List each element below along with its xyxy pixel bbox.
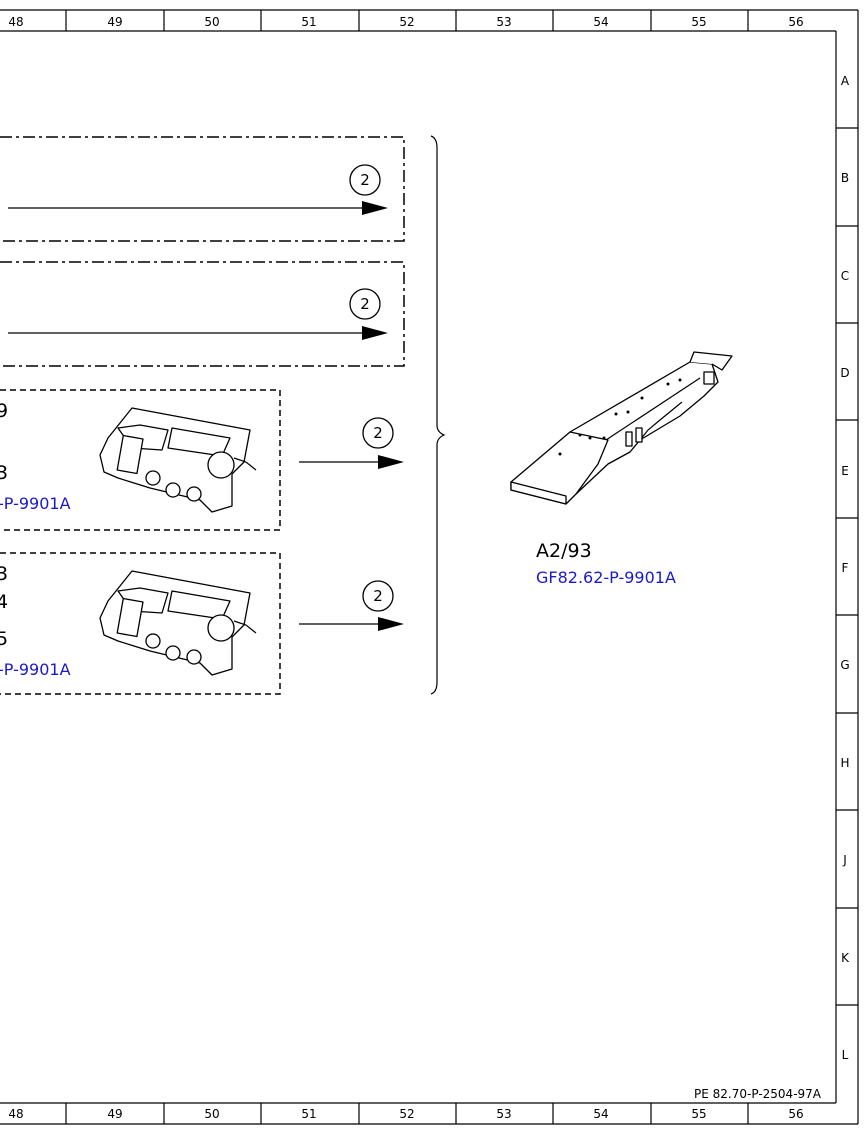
column-labels-bottom: 48 49 50 51 52 53 54 55 56	[8, 1107, 803, 1121]
fragment-text: 3	[0, 563, 8, 585]
fragment-text: 3	[0, 462, 8, 484]
component-label: A2/93	[536, 540, 592, 562]
sensor-box-e: 9 3 -P-9901A 2	[0, 389, 404, 531]
arrow-head-icon	[378, 455, 404, 469]
callout-number: 2	[360, 171, 370, 189]
col-label: 53	[496, 15, 511, 29]
row-label: F	[842, 561, 849, 575]
callout-number: 2	[373, 587, 383, 605]
sensor-icon	[99, 407, 257, 513]
sensor-icon	[99, 570, 257, 676]
row-label: A	[841, 74, 850, 88]
col-label: 54	[593, 15, 608, 29]
doc-link-fragment[interactable]: -P-9901A	[0, 494, 71, 513]
row-label: C	[841, 269, 849, 283]
callout-circle	[362, 580, 394, 612]
fragment-text: 5	[0, 628, 8, 650]
col-label: 51	[301, 1107, 316, 1121]
row-label: J	[842, 853, 847, 867]
row-label: H	[840, 756, 849, 770]
callout-circle	[349, 164, 381, 196]
sensor-box-g: 3 4 5 -P-9901A 2	[0, 552, 404, 695]
curly-brace	[430, 135, 446, 695]
col-label: 49	[107, 1107, 122, 1121]
control-unit-icon	[510, 351, 733, 505]
signal-box-c: 2	[0, 261, 405, 367]
column-dividers	[65, 10, 749, 1124]
col-label: 55	[691, 1107, 706, 1121]
row-label: G	[840, 658, 849, 672]
component-doc-link[interactable]: GF82.62-P-9901A	[536, 568, 676, 587]
col-label: 55	[691, 15, 706, 29]
col-label: 54	[593, 1107, 608, 1121]
callout-circle	[349, 288, 381, 320]
col-label: 53	[496, 1107, 511, 1121]
callout-circle	[362, 417, 394, 449]
signal-box-b: 2	[0, 136, 405, 242]
column-labels-top: 48 49 50 51 52 53 54 55 56	[8, 15, 803, 29]
arrow-head-icon	[362, 201, 388, 215]
arrow-head-icon	[378, 617, 404, 631]
col-label: 48	[8, 1107, 23, 1121]
col-label: 56	[788, 1107, 803, 1121]
col-label: 52	[399, 1107, 414, 1121]
row-labels: A B C D E F G H J K L	[840, 74, 850, 1062]
drawing-frame	[0, 9, 859, 1125]
fragment-text: 4	[0, 591, 8, 613]
callout-number: 2	[360, 295, 370, 313]
row-label: L	[842, 1048, 849, 1062]
col-label: 48	[8, 15, 23, 29]
col-label: 50	[204, 1107, 219, 1121]
row-dividers	[836, 127, 858, 1006]
drawing-reference: PE 82.70-P-2504-97A	[694, 1087, 822, 1101]
col-label: 51	[301, 15, 316, 29]
fragment-text: 9	[0, 400, 8, 422]
col-label: 56	[788, 15, 803, 29]
row-label: K	[841, 951, 850, 965]
row-label: E	[841, 464, 849, 478]
arrow-head-icon	[362, 326, 388, 340]
row-label: D	[840, 366, 849, 380]
row-label: B	[841, 171, 849, 185]
col-label: 52	[399, 15, 414, 29]
doc-link-fragment[interactable]: -P-9901A	[0, 660, 71, 679]
col-label: 49	[107, 15, 122, 29]
col-label: 50	[204, 15, 219, 29]
callout-number: 2	[373, 424, 383, 442]
